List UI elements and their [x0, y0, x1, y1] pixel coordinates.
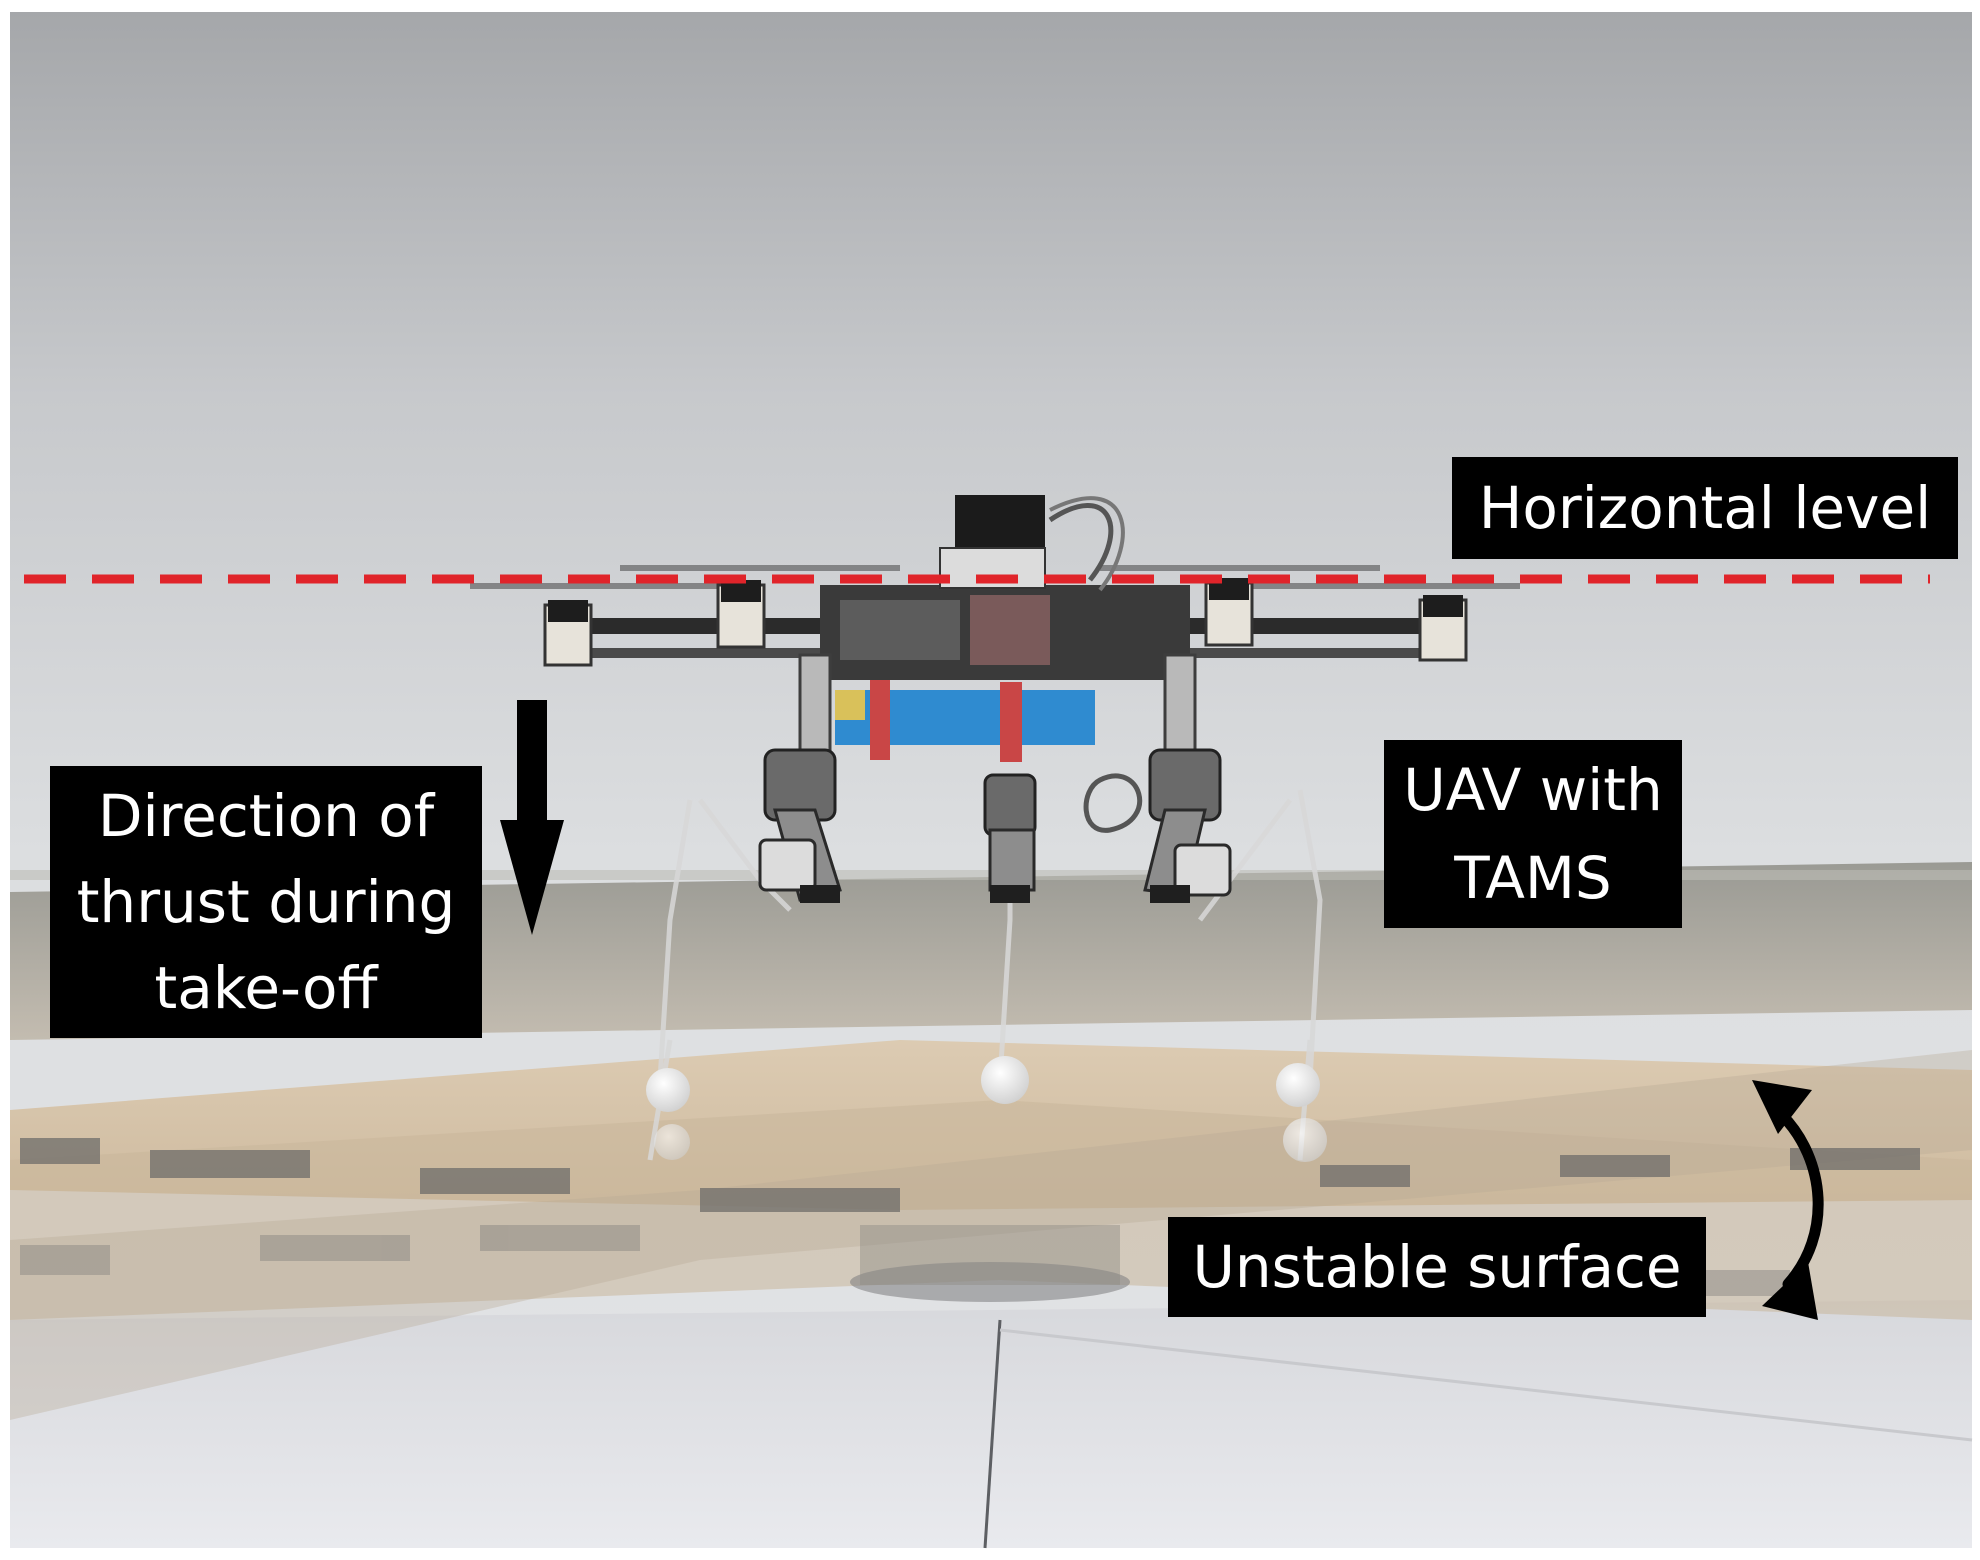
uav-drone — [470, 495, 1520, 1162]
uav-label-line-1: UAV with — [1403, 756, 1663, 824]
thrust-label-line-1: Direction of — [97, 782, 435, 850]
uav-label: UAV with TAMS — [1384, 740, 1682, 928]
curved-double-arrow-icon — [1752, 1080, 1824, 1320]
unstable-surface-label: Unstable surface — [1168, 1217, 1706, 1317]
thrust-label-line-2: thrust during — [76, 868, 456, 936]
thrust-label-line-3: take-off — [154, 954, 378, 1022]
thrust-direction-label: Direction of thrust during take-off — [50, 766, 482, 1038]
arrow-down-icon — [500, 700, 564, 935]
horizontal-level-label: Horizontal level — [1452, 457, 1958, 559]
unstable-surface-text: Unstable surface — [1192, 1233, 1682, 1301]
uav-label-line-2: TAMS — [1454, 844, 1612, 912]
horizontal-level-text: Horizontal level — [1478, 474, 1932, 542]
